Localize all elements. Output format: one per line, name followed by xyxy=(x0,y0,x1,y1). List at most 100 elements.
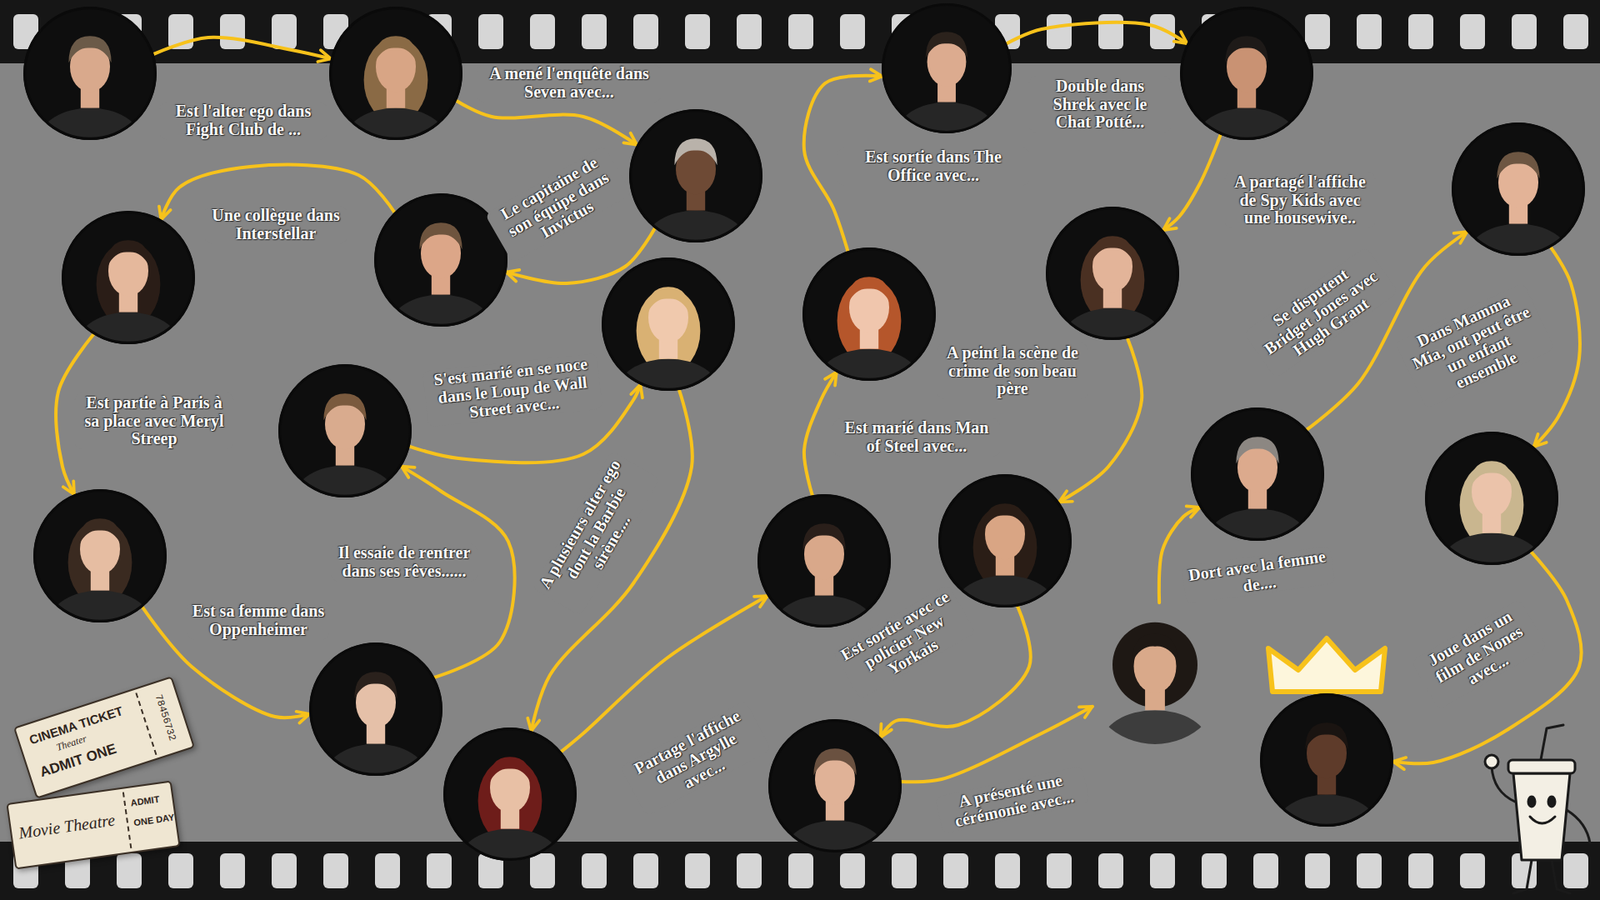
hair xyxy=(802,523,845,550)
photo-ring xyxy=(25,8,156,140)
photo-ring xyxy=(1047,208,1179,340)
connector-arrow xyxy=(1163,135,1221,231)
ticket-text: ADMIT xyxy=(130,794,160,809)
edge-label: Partage l'affiche dans Argylle avec... xyxy=(620,700,771,817)
edge-label: Dort avec la femme de.... xyxy=(1181,545,1336,605)
hair xyxy=(674,138,717,165)
portrait-circle xyxy=(1451,122,1585,256)
ticket: Movie TheatreADMITONE DAY xyxy=(5,780,180,870)
hair xyxy=(847,276,890,304)
portrait-circle xyxy=(443,727,577,861)
hair xyxy=(374,35,417,63)
portrait-circle xyxy=(1045,206,1180,340)
connector-arrow xyxy=(804,372,837,496)
portrait-circle xyxy=(938,474,1072,608)
portrait-circle xyxy=(329,6,463,140)
portrait-photo xyxy=(23,6,157,140)
hair xyxy=(1090,235,1134,263)
mascot-leg xyxy=(1513,860,1532,894)
mascot-cup xyxy=(1485,725,1590,894)
photo-ring xyxy=(883,5,1011,133)
portrait-circle xyxy=(1425,431,1559,565)
portrait-circle xyxy=(1180,6,1314,140)
portrait-photo xyxy=(278,364,412,498)
hair xyxy=(1225,35,1268,63)
portrait-photo xyxy=(329,6,463,140)
photo-ring xyxy=(804,249,935,380)
portrait-photo xyxy=(443,727,577,861)
photo-ring xyxy=(330,8,462,140)
edge-label: Est marié dans Man of Steel avec... xyxy=(833,418,1000,456)
portrait-figure xyxy=(1180,6,1314,172)
hair xyxy=(1305,722,1348,750)
edge-label: Est sa femme dans Oppenheimer xyxy=(187,601,330,640)
hair xyxy=(1470,460,1513,488)
edge-label: Se disputent Bridget Jones avec Hugh Gra… xyxy=(1243,246,1399,379)
portrait-figure xyxy=(309,642,443,808)
portrait-circle xyxy=(309,642,443,776)
portrait-figure xyxy=(1190,407,1325,573)
portrait-circle xyxy=(61,210,195,345)
edge-label: Est partie à Paris à sa place avec Meryl… xyxy=(75,393,234,450)
portrait-figure xyxy=(278,364,412,530)
portrait-photo xyxy=(1084,602,1226,745)
portrait-circle xyxy=(757,494,891,628)
portrait-photo xyxy=(61,210,195,345)
portrait-figure xyxy=(629,109,763,275)
film-band xyxy=(0,841,1600,900)
portrait-figure xyxy=(802,247,936,413)
edge-label: Double dans Shrek avec le Chat Potté... xyxy=(1029,76,1171,133)
edge-label: A présenté une cérémonie avec... xyxy=(935,765,1090,835)
portrait-photo xyxy=(938,474,1072,608)
portrait-photo xyxy=(1180,6,1314,140)
mascot-body xyxy=(1513,773,1570,860)
portrait-figure xyxy=(768,719,902,885)
connector-arrow xyxy=(1393,551,1582,764)
mascot-straw xyxy=(1540,725,1564,765)
photo-ring xyxy=(1453,124,1585,255)
portrait-circle xyxy=(768,719,902,853)
shoulders xyxy=(1100,710,1209,779)
portrait-figure xyxy=(881,3,1012,165)
photo-ring xyxy=(445,729,576,860)
photo-ring xyxy=(759,495,890,627)
connector-arrow xyxy=(154,37,331,60)
photo-ring xyxy=(280,365,411,497)
portrait-figure xyxy=(601,257,735,423)
portrait-figure xyxy=(1100,622,1209,779)
portrait-circle xyxy=(278,364,412,498)
film-holes xyxy=(0,0,1600,64)
mascot-eye xyxy=(1548,796,1555,807)
portrait-photo xyxy=(1425,431,1559,565)
hair xyxy=(323,393,366,420)
portrait-photo xyxy=(1045,206,1180,340)
film-holes xyxy=(0,841,1600,900)
hair xyxy=(1132,633,1178,662)
portrait-circle xyxy=(601,257,735,391)
portrait-circle xyxy=(1260,693,1394,827)
portrait-figure xyxy=(329,6,463,172)
mascot-leg xyxy=(1551,860,1570,894)
portrait-photo xyxy=(601,257,735,391)
portrait-photo xyxy=(33,489,167,623)
portrait-figure xyxy=(1425,431,1559,597)
hair xyxy=(813,748,856,775)
hair xyxy=(1496,151,1540,179)
hair xyxy=(106,240,150,267)
photo-ring xyxy=(1426,433,1558,565)
edge-label: Est l'alter ego dans Fight Club de ... xyxy=(160,101,327,140)
portrait-photo xyxy=(309,642,443,776)
photo-ring xyxy=(770,720,901,852)
portrait-photo xyxy=(1260,693,1394,827)
connector-arrow xyxy=(530,390,692,731)
edge-label: Le capitaine de son équipe dans Invictus xyxy=(485,145,632,263)
portrait-photo xyxy=(757,494,891,628)
edge-label: Dans Mamma Mia, ont peut être un enfant … xyxy=(1395,282,1555,410)
edge-label: A partagé l'affiche de Spy Kids avec une… xyxy=(1225,172,1375,229)
film-band xyxy=(0,0,1600,64)
portrait-figure xyxy=(1451,122,1585,288)
photo-ring xyxy=(630,110,762,242)
edge-label: A peint la scène de crime de son beau pè… xyxy=(937,343,1088,400)
hair xyxy=(925,31,968,58)
